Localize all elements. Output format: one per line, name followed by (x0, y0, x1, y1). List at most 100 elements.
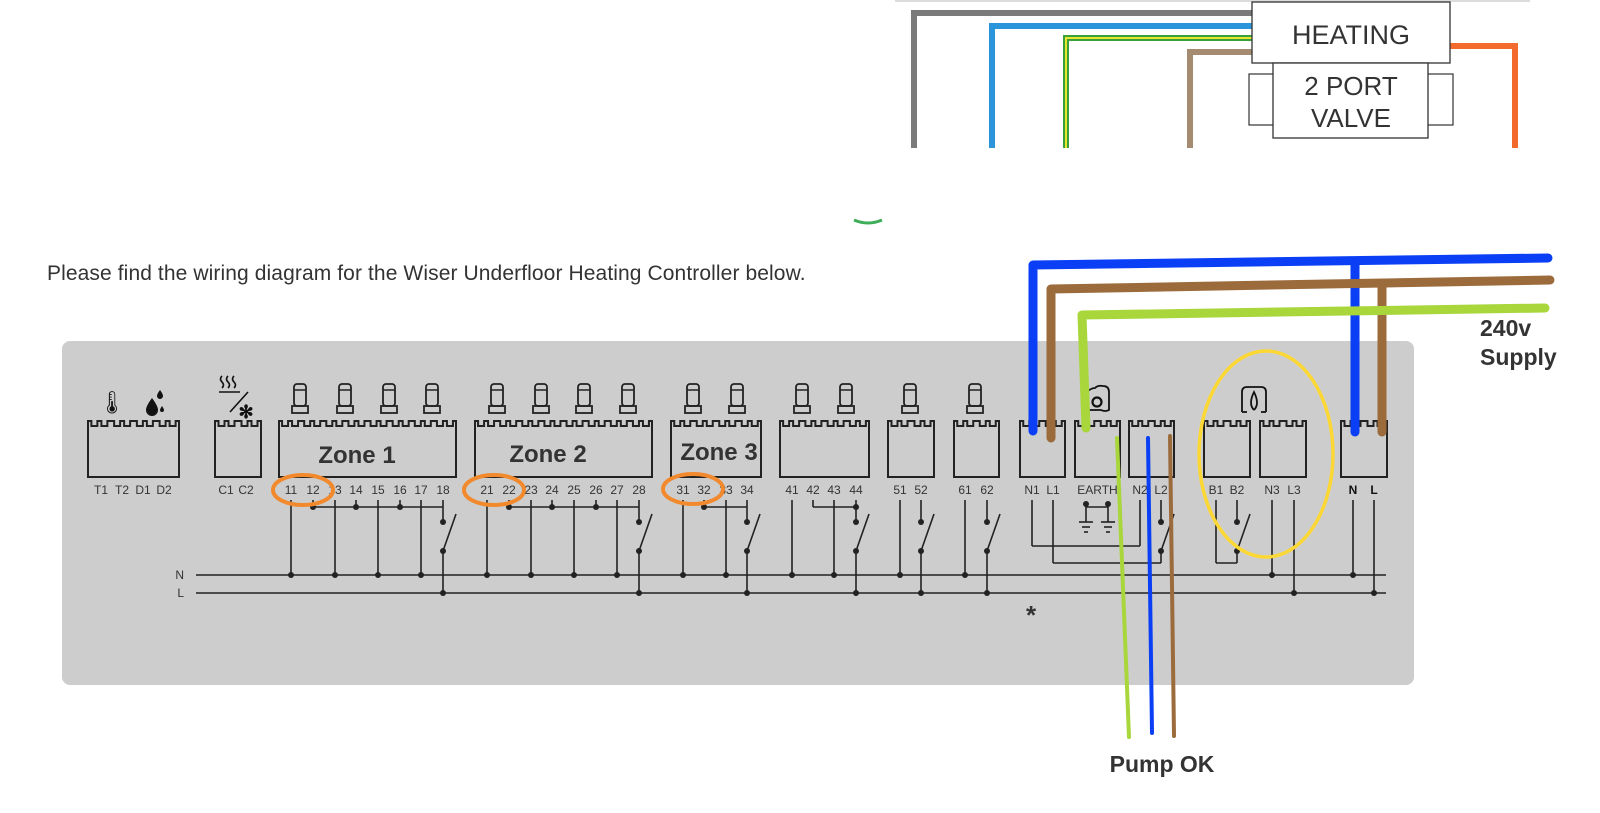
junction-dot (636, 519, 642, 525)
wire-orange (1450, 43, 1518, 148)
wire-earth-stripe (1065, 37, 1252, 148)
junction-dot (744, 519, 750, 525)
boiler-flame-icon (1241, 386, 1267, 413)
junction-dot (701, 504, 707, 510)
terminal-block-earth (1074, 420, 1121, 478)
terminal-label: N (1349, 483, 1358, 497)
supply-wires (1028, 253, 1555, 443)
actuator-icon-base (575, 405, 593, 414)
terminal-label: C2 (238, 483, 254, 497)
terminal-label: L (1370, 483, 1377, 497)
junction-dot (723, 572, 729, 578)
valve-port-left (1248, 73, 1276, 126)
terminal-label: 28 (632, 483, 646, 497)
junction-dot (528, 572, 534, 578)
junction-dot (636, 590, 642, 596)
actuator-icon-base (793, 405, 811, 414)
terminal-block-zone1 (278, 420, 457, 478)
terminal-label: 31 (676, 483, 690, 497)
terminal-label: 12 (306, 483, 320, 497)
relay-switch (638, 513, 653, 552)
pump-wires (1115, 434, 1176, 739)
relay-switch (920, 513, 935, 552)
terminal-label: T1 (94, 483, 108, 497)
heat-cool-changeover-icon (219, 375, 249, 413)
relay-switch (855, 513, 870, 552)
thermometer-icon: 🌡︎ (98, 390, 126, 415)
terminal-label: B2 (1230, 483, 1245, 497)
terminal-label: 51 (893, 483, 907, 497)
terminal-label: 22 (502, 483, 516, 497)
actuator-icon-base (901, 405, 919, 414)
wire-grey (911, 10, 1252, 148)
highlight-boiler-terminals (1197, 349, 1335, 559)
actuator-icon-base (423, 405, 441, 414)
junction-dot (897, 572, 903, 578)
zone2-label: Zone 2 (509, 441, 586, 468)
junction-dot (593, 504, 599, 510)
highlight-zone3-terminals (661, 472, 725, 506)
junction-dot (918, 519, 924, 525)
terminal-label: D2 (156, 483, 172, 497)
supply-label-line1: 240v (1480, 315, 1531, 341)
terminal-block-changeover (214, 420, 262, 478)
terminal-label: N1 (1024, 483, 1040, 497)
junction-dot (332, 572, 338, 578)
terminal-label: 18 (436, 483, 450, 497)
junction-dot (1158, 519, 1164, 525)
terminal-label: 52 (914, 483, 928, 497)
terminal-label: 34 (740, 483, 754, 497)
junction-dot (375, 572, 381, 578)
junction-dot (853, 519, 859, 525)
valve-label-line1: 2 PORT (1304, 71, 1398, 101)
footnote-marker: * (1026, 600, 1037, 630)
valve-box (1272, 62, 1429, 139)
neutral-bus-label: N (175, 568, 184, 582)
actuator-icon-base (488, 405, 506, 414)
terminal-block-zone6 (953, 420, 1000, 478)
terminal-label: 11 (285, 483, 298, 497)
junction-dot (397, 504, 403, 510)
actuator-icon-base (619, 405, 637, 414)
junction-dot (353, 504, 359, 510)
terminal-block-boiler (1203, 420, 1251, 478)
actuator-icon-base (966, 405, 984, 414)
terminal-label: 44 (849, 483, 863, 497)
junction-dot (1291, 590, 1297, 596)
junction-dot (1350, 572, 1356, 578)
junction-dot (984, 519, 990, 525)
intro-text: Please find the wiring diagram for the W… (47, 262, 806, 285)
zone1-label: Zone 1 (318, 442, 395, 469)
junction-dot (614, 572, 620, 578)
terminal-block-sensors (87, 420, 180, 478)
terminal-label: 32 (697, 483, 711, 497)
junction-dot (1234, 519, 1240, 525)
pump-label: Pump OK (1110, 751, 1215, 777)
actuator-icon-base (336, 405, 354, 414)
terminal-label: 23 (524, 483, 538, 497)
junction-dot (831, 572, 837, 578)
valve-port-right (1426, 73, 1454, 126)
terminal-label: EARTH (1077, 483, 1117, 497)
relay-switch (986, 513, 1001, 552)
terminal-label: 26 (589, 483, 603, 497)
pump-wire-brown (1168, 434, 1176, 738)
terminal-label: 27 (610, 483, 624, 497)
terminal-label: 43 (827, 483, 841, 497)
humidity-icon (146, 390, 164, 416)
supply-label-line2: Supply (1480, 344, 1557, 370)
junction-dot (680, 572, 686, 578)
terminal-block-pump-out (1128, 420, 1175, 478)
terminal-label: 21 (480, 483, 494, 497)
terminal-label: C1 (218, 483, 234, 497)
junction-dot (288, 572, 294, 578)
terminal-block-pump-supply (1019, 420, 1066, 478)
terminal-label: 14 (349, 483, 363, 497)
junction-dot (918, 590, 924, 596)
snowflake-icon: ✻ (238, 402, 253, 422)
terminal-label: N2 (1132, 483, 1148, 497)
junction-dot (1269, 572, 1275, 578)
zone3-label: Zone 3 (680, 439, 757, 466)
junction-dot (984, 590, 990, 596)
